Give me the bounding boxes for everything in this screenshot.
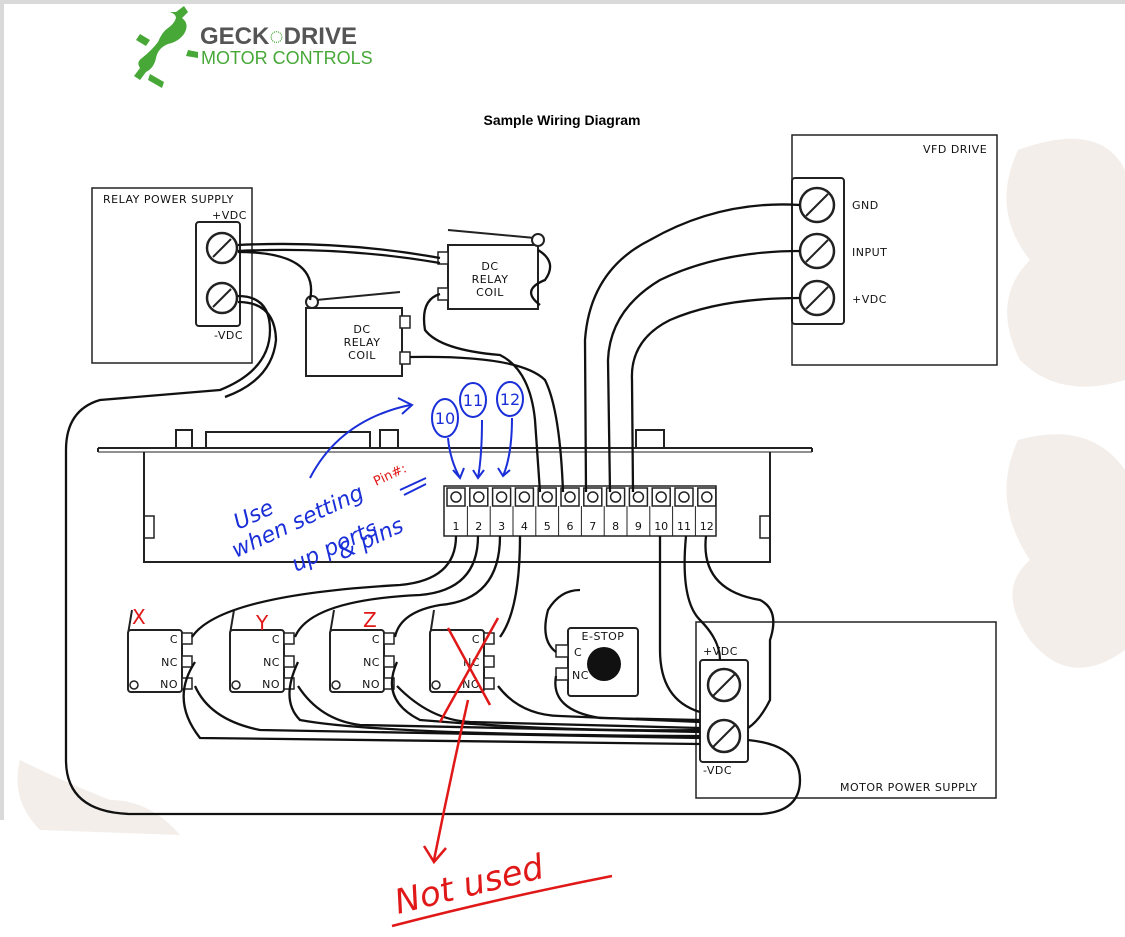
svg-text:MOTOR POWER SUPPLY: MOTOR POWER SUPPLY xyxy=(840,781,978,794)
switch-terminal-label: NO xyxy=(160,678,178,691)
svg-text:MOTOR CONTROLS: MOTOR CONTROLS xyxy=(201,48,373,68)
svg-text:COIL: COIL xyxy=(348,349,376,362)
svg-text:RELAY: RELAY xyxy=(344,336,381,349)
pin-label: 2 xyxy=(475,520,482,533)
disabled-switch-cross xyxy=(391,617,613,928)
terminal-pin-2: 2 xyxy=(466,487,489,536)
svg-text:RELAY POWER SUPPLY: RELAY POWER SUPPLY xyxy=(103,193,234,206)
svg-text:GECK◌DRIVE: GECK◌DRIVE xyxy=(200,23,357,50)
svg-text:COIL: COIL xyxy=(476,286,504,299)
svg-text:11: 11 xyxy=(463,391,483,410)
svg-text:+VDC: +VDC xyxy=(212,209,247,222)
svg-text:-VDC: -VDC xyxy=(703,764,732,777)
switch-terminal-label: C xyxy=(170,633,178,646)
pin-label: 9 xyxy=(635,520,642,533)
pin-label: 4 xyxy=(521,520,528,533)
limit-switch-1: C NC NO xyxy=(127,609,193,693)
limit-switch-2: C NC NO xyxy=(229,609,295,693)
svg-text:NC: NC xyxy=(572,669,589,682)
svg-text:Z: Z xyxy=(363,608,377,632)
svg-text:10: 10 xyxy=(435,409,455,428)
svg-text:X: X xyxy=(132,605,146,629)
terminal-pin-5: 5 xyxy=(535,487,557,536)
svg-text:INPUT: INPUT xyxy=(852,246,887,259)
pin-label: 3 xyxy=(498,520,505,533)
switch-terminal-label: NC xyxy=(161,656,178,669)
pin-label: 12 xyxy=(700,520,714,533)
terminal-pin-7: 7 xyxy=(580,487,603,536)
switch-terminal-label: NC xyxy=(263,656,280,669)
svg-text:E-STOP: E-STOP xyxy=(582,630,625,643)
pin-label: 1 xyxy=(453,520,460,533)
svg-text:GND: GND xyxy=(852,199,879,212)
e-stop-button xyxy=(587,647,621,681)
diagram-title: Sample Wiring Diagram xyxy=(483,112,640,128)
motor-power-supply: MOTOR POWER SUPPLY +VDC -VDC xyxy=(695,621,997,799)
pin-label: 8 xyxy=(612,520,619,533)
switch-terminal-label: C xyxy=(472,633,480,646)
watermark xyxy=(17,138,1125,835)
terminal-pin-1: 1 xyxy=(446,487,466,533)
pin-label: 6 xyxy=(567,520,574,533)
svg-text:DC: DC xyxy=(353,323,370,336)
gecko-icon xyxy=(134,6,198,88)
switch-terminal-label: C xyxy=(372,633,380,646)
switch-terminal-label: NC xyxy=(363,656,380,669)
svg-text:RELAY: RELAY xyxy=(472,273,509,286)
dc-relay-coil-2: DC RELAY COIL xyxy=(305,291,411,377)
geckodrive-logo: GECK◌DRIVE MOTOR CONTROLS xyxy=(134,6,373,88)
svg-text:12: 12 xyxy=(500,390,520,409)
e-stop: E-STOP C NC xyxy=(555,627,639,697)
terminal-pin-12: 12 xyxy=(694,487,717,536)
terminal-pin-9: 9 xyxy=(626,487,649,536)
wires xyxy=(64,203,802,816)
relay-power-supply: RELAY POWER SUPPLY +VDC -VDC xyxy=(91,187,253,364)
svg-text:Y: Y xyxy=(255,611,269,635)
pin-label: 5 xyxy=(544,520,551,533)
terminal-pin-4: 4 xyxy=(512,487,535,536)
pin-label: 10 xyxy=(654,520,668,533)
svg-text:Pin#:: Pin#: xyxy=(371,461,409,489)
svg-text:Not used: Not used xyxy=(391,847,549,923)
pin-label: 7 xyxy=(589,520,596,533)
terminal-pin-8: 8 xyxy=(603,487,626,536)
switch-terminal-label: NO xyxy=(262,678,280,691)
limit-switch-3: C NC NO xyxy=(329,609,395,693)
circled-pin-numbers xyxy=(431,381,524,438)
svg-text:+VDC: +VDC xyxy=(852,293,887,306)
switch-terminal-label: C xyxy=(272,633,280,646)
svg-text:VFD DRIVE: VFD DRIVE xyxy=(923,143,987,156)
switch-terminal-label: NO xyxy=(362,678,380,691)
switch-terminal-label: NO xyxy=(462,678,480,691)
svg-text:DC: DC xyxy=(481,260,498,273)
svg-text:C: C xyxy=(574,646,582,659)
svg-text:-VDC: -VDC xyxy=(214,329,243,342)
terminal-pin-10: 10 xyxy=(649,487,671,536)
terminal-pin-6: 6 xyxy=(558,487,580,536)
pin-label: 11 xyxy=(677,520,691,533)
terminal-pin-3: 3 xyxy=(489,487,512,536)
terminal-pin-11: 11 xyxy=(672,487,694,536)
vfd-drive: VFD DRIVE GND INPUT +VDC xyxy=(791,134,998,366)
dc-relay-coil-1: DC RELAY COIL xyxy=(437,229,545,310)
